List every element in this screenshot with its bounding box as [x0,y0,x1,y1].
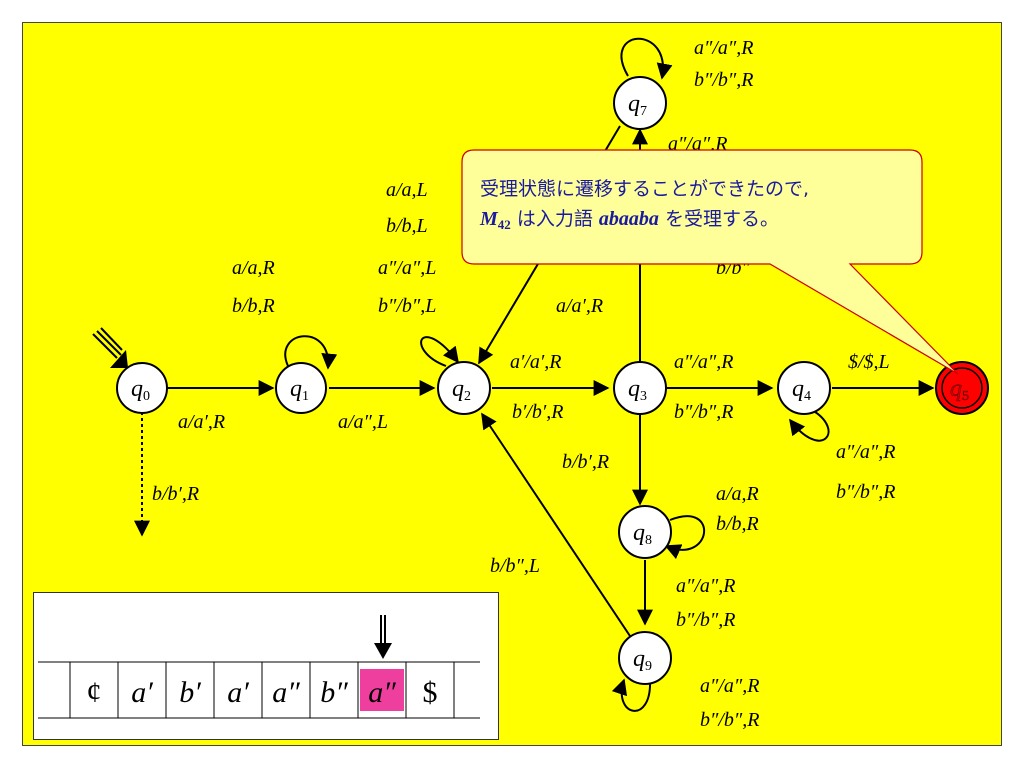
label-q7-loop-1: a″/a″,R [694,37,753,59]
callout-line1: 受理状態に遷移することができたので, [480,178,809,200]
tape-cell-1: a′ [131,676,153,709]
tape-cell-4: a″ [272,676,300,709]
head-arrow [374,615,392,659]
loop-q9 [611,678,652,712]
loop-q2 [420,336,459,367]
label-q1-q2: a/a″,L [338,411,388,433]
label-q2-loop-4: b″/b″,L [378,295,436,317]
start-arrow-line-b [96,330,122,356]
label-q2-q7: a/a′,R [556,295,603,317]
start-arrow-line-c [100,327,123,351]
label-q1-loop-2: b/b,R [232,295,275,317]
label-q9-loop-1: a″/a″,R [700,675,759,697]
state-q8: q8 [618,505,672,559]
label-q4-q5: $/$,L [848,351,890,373]
label-q8-q9-2: b″/b″,R [676,609,735,631]
tape-panel: ¢ a′ b′ a′ a″ b″ a″ $ [33,592,499,740]
callout-line2: M42 は入力語 abaaba を受理する。 [479,208,779,232]
tape-cell-2: b′ [179,676,201,709]
label-q4-loop-1: a″/a″,R [836,441,895,463]
transition-labels: a/a′,R b/b′,R a/a,R b/b,R a/a″,L a/a,L b… [152,37,895,731]
edges [92,37,935,712]
label-q3-q8: b/b′,R [562,451,609,473]
state-q5-accepting: q5 [935,361,989,415]
label-q2-q3-1: a′/a′,R [510,351,562,373]
svg-text:q8: q8 [633,520,652,548]
tape-cell-5: b″ [320,676,348,709]
tape-cell-3: a′ [227,676,249,709]
tape: ¢ a′ b′ a′ a″ b″ a″ $ [38,615,480,719]
state-q9: q9 [618,631,672,685]
svg-text:q1: q1 [290,376,309,404]
callout-balloon [461,149,959,375]
svg-text:q9: q9 [633,646,652,674]
label-q2-loop-3: a″/a″,L [378,257,436,279]
svg-text:q0: q0 [131,376,150,404]
tape-cells: ¢ a′ b′ a′ a″ b″ a″ $ [69,662,455,718]
tape-head-highlight [360,669,404,711]
svg-text:q3: q3 [628,376,647,404]
state-q4: q4 [777,361,831,415]
loop-q1 [284,335,338,370]
callout: 受理状態に遷移することができたので, M42 は入力語 abaaba を受理する… [461,149,959,375]
svg-text:q2: q2 [452,376,471,404]
label-q2-loop-1: a/a,L [386,179,428,201]
state-q2: q2 [437,361,491,415]
state-q3: q3 [613,361,667,415]
label-q8-loop-1: a/a,R [716,483,759,505]
tape-cell-7: $ [423,676,438,709]
tape-cell-0: ¢ [87,676,102,709]
start-arrowhead [110,350,128,368]
svg-text:q7: q7 [628,91,647,119]
label-q2-q3-2: b′/b′,R [512,401,564,423]
start-arrow-line-a [92,333,118,359]
state-q7: q7 [613,76,667,130]
label-q2-loop-2: b/b,L [386,215,428,237]
state-q0: q0 [116,362,168,414]
loop-q4 [789,409,830,442]
label-q8-loop-2: b/b,R [716,513,759,535]
label-q0-down: b/b′,R [152,483,199,505]
label-q7-loop-2: b″/b″,R [694,69,753,91]
label-q9-q2: b/b″,L [490,555,540,577]
tape-cell-6: a″ [368,676,396,709]
label-q4-loop-2: b″/b″,R [836,481,895,503]
label-q1-loop-1: a/a,R [232,257,275,279]
label-q3-q4-2: b″/b″,R [674,401,733,423]
label-q0-q1: a/a′,R [178,411,225,433]
label-q9-loop-2: b″/b″,R [700,709,759,731]
loop-q8 [664,515,705,560]
state-q1: q1 [275,362,327,414]
edge-q9-q2 [481,412,631,637]
label-q3-q4-1: a″/a″,R [674,351,733,373]
svg-text:q5: q5 [950,376,969,404]
label-q8-q9-1: a″/a″,R [676,575,735,597]
svg-text:q4: q4 [792,376,811,404]
loop-q7 [620,37,673,80]
